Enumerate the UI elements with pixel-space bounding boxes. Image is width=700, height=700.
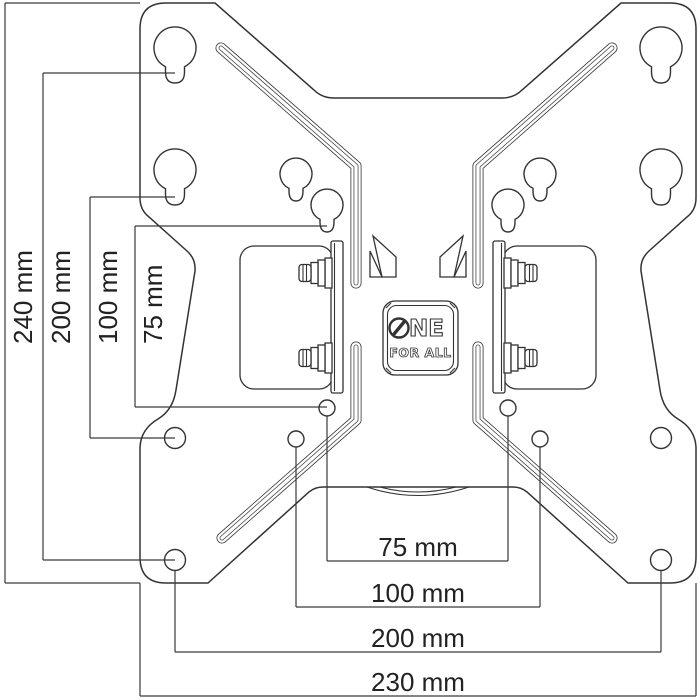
dim-label-200mm-bottom: 200 mm: [371, 623, 465, 653]
hole-wall-lower-right: [649, 426, 673, 450]
hole-wall-bottom-right: [649, 548, 673, 572]
hole-vesa75-bottom-right: [499, 399, 517, 417]
dim-label-230mm-bottom: 230 mm: [371, 667, 465, 697]
dimension-lines: [4, 2, 697, 697]
logo-one-text: NE: [409, 316, 444, 342]
dim-label-100mm: 100 mm: [93, 250, 123, 344]
guide-slot-bottom-right: [472, 341, 618, 544]
dim-label-100mm-bottom: 100 mm: [371, 578, 465, 608]
guide-slot-top-right: [472, 42, 618, 289]
guide-slot-bottom-left: [216, 341, 362, 544]
bottom-hook-notch: [366, 486, 470, 496]
logo-o-slash: [392, 320, 406, 336]
hole-vesa100-bottom-right: [531, 430, 549, 448]
brand-logo: NE FOR ALL: [382, 300, 459, 376]
dim-label-240mm: 240 mm: [8, 250, 38, 344]
dim-label-75mm-bottom: 75 mm: [378, 532, 457, 562]
logo-for-all-text: FOR ALL: [389, 345, 451, 360]
left-clamp-arm: [239, 240, 344, 394]
right-clamp-arm: [492, 240, 597, 394]
dim-label-75mm: 75 mm: [138, 265, 168, 344]
hole-vesa100-bottom-left: [287, 430, 305, 448]
guide-slot-top-left: [215, 42, 362, 289]
plate-outline: [139, 2, 697, 584]
dim-label-200mm: 200 mm: [46, 250, 76, 344]
hole-vesa75-bottom-left: [318, 399, 336, 417]
